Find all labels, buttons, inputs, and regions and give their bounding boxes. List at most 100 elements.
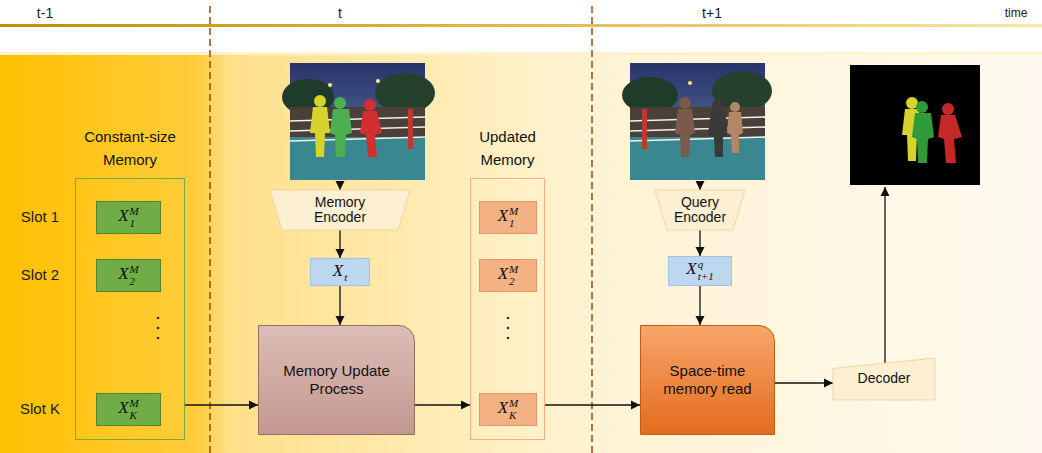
math-scripts: t+1q [698, 259, 714, 282]
mask-person [310, 95, 330, 157]
connector-arrow [699, 230, 700, 256]
person-body [708, 111, 728, 157]
connector-arrow [415, 404, 470, 405]
node-label: XKM [498, 398, 519, 421]
math-scripts: KM [509, 398, 518, 421]
process-box: Space-time memory read [640, 325, 775, 435]
node-label: Space-time memory read [650, 362, 765, 398]
math-base: X [333, 261, 343, 280]
time-label: t [338, 5, 342, 21]
math-scripts: 2M [130, 264, 139, 287]
node-label: X2M [118, 264, 139, 287]
frame-floor [630, 137, 765, 180]
math-superscript: M [130, 206, 139, 218]
node-label: X1M [498, 206, 519, 229]
person-head [364, 99, 376, 111]
memory-slot: X2M [479, 259, 537, 292]
memory-bank: Updated MemoryX1MX2MXKM [470, 178, 545, 440]
input-arrow [699, 181, 700, 190]
person-head [334, 97, 346, 109]
frame-tree [712, 71, 772, 111]
person-head [730, 102, 740, 112]
person-head [942, 103, 954, 115]
node-label: Xt [333, 261, 347, 284]
slot-label: Slot 1 [21, 208, 59, 225]
ring-rope [630, 127, 765, 131]
math-scripts: KM [130, 398, 139, 421]
node-label: Query Encoder [665, 195, 735, 226]
ellipsis-dot [507, 337, 510, 340]
person-head [712, 99, 724, 111]
ring-rope [290, 137, 425, 141]
mask-person [912, 101, 934, 163]
math-subscript: K [509, 410, 518, 422]
person-body [360, 111, 382, 157]
person-body [938, 115, 962, 163]
ellipsis-dot [157, 337, 160, 340]
math-subscript: K [130, 410, 139, 422]
math-superscript: M [509, 264, 518, 276]
ellipsis-dot [507, 327, 510, 330]
video-frame [622, 63, 772, 180]
connector-arrow [185, 404, 258, 405]
person [727, 102, 743, 153]
bank-heading: Updated Memory [458, 125, 558, 172]
ring-rope [290, 117, 425, 121]
ellipsis-dot [157, 327, 160, 330]
person-body [727, 112, 743, 153]
slot-label: Slot K [20, 400, 60, 417]
connector-arrow [339, 230, 340, 258]
node-label: XKM [118, 398, 139, 421]
timeline-axis [0, 24, 1042, 27]
math-superscript [344, 261, 347, 272]
encoder-trapezoid: Query Encoder [655, 190, 745, 230]
decoder-trapezoid: Decoder [833, 358, 935, 400]
math-scripts: 1M [130, 206, 139, 229]
math-superscript: M [509, 398, 518, 410]
time-label: t+1 [702, 5, 722, 21]
band-edge [0, 52, 1042, 55]
mask-person [360, 99, 382, 157]
math-superscript: q [698, 259, 714, 271]
memory-slot: X1M [479, 201, 537, 234]
output-arrow [884, 187, 885, 364]
time-divider [591, 6, 593, 453]
person [708, 99, 728, 157]
node-label: Memory Update Process [272, 362, 402, 398]
connector-arrow [545, 404, 640, 405]
feature-box: Xt+1q [668, 256, 732, 286]
node-label: Xt+1q [686, 259, 713, 282]
memory-bank: Constant-size MemoryX1MX2MXKM [75, 178, 185, 440]
mask-person [330, 97, 352, 157]
person [675, 97, 695, 157]
connector-arrow [339, 286, 340, 325]
node-label: X1M [118, 206, 139, 229]
math-base: X [118, 264, 128, 283]
memory-slot: XKM [479, 393, 537, 426]
frame-light [328, 83, 332, 87]
ellipsis-dot [507, 317, 510, 320]
math-subscript: t [344, 272, 347, 284]
encoder-trapezoid: Memory Encoder [270, 190, 410, 230]
frame-light [688, 81, 692, 85]
person-body [330, 109, 352, 157]
person-body [310, 107, 330, 157]
math-base: X [498, 398, 508, 417]
mask-ground [850, 65, 980, 185]
math-subscript: t+1 [698, 271, 714, 283]
mask-person [938, 103, 962, 163]
process-box: Memory Update Process [258, 325, 415, 435]
ring-post [408, 109, 413, 149]
math-scripts: 1M [509, 206, 518, 229]
output-mask [850, 65, 980, 185]
math-subscript: 2 [130, 276, 139, 288]
feature-box: Xt [310, 258, 370, 286]
frame-light [376, 79, 380, 83]
shape-fill [833, 358, 935, 400]
memory-slot: X2M [96, 259, 161, 292]
person-head [679, 97, 691, 109]
person-body [912, 113, 934, 163]
frame-crowd [630, 107, 765, 137]
math-base: X [118, 398, 128, 417]
node-label: Memory Encoder [300, 195, 380, 226]
